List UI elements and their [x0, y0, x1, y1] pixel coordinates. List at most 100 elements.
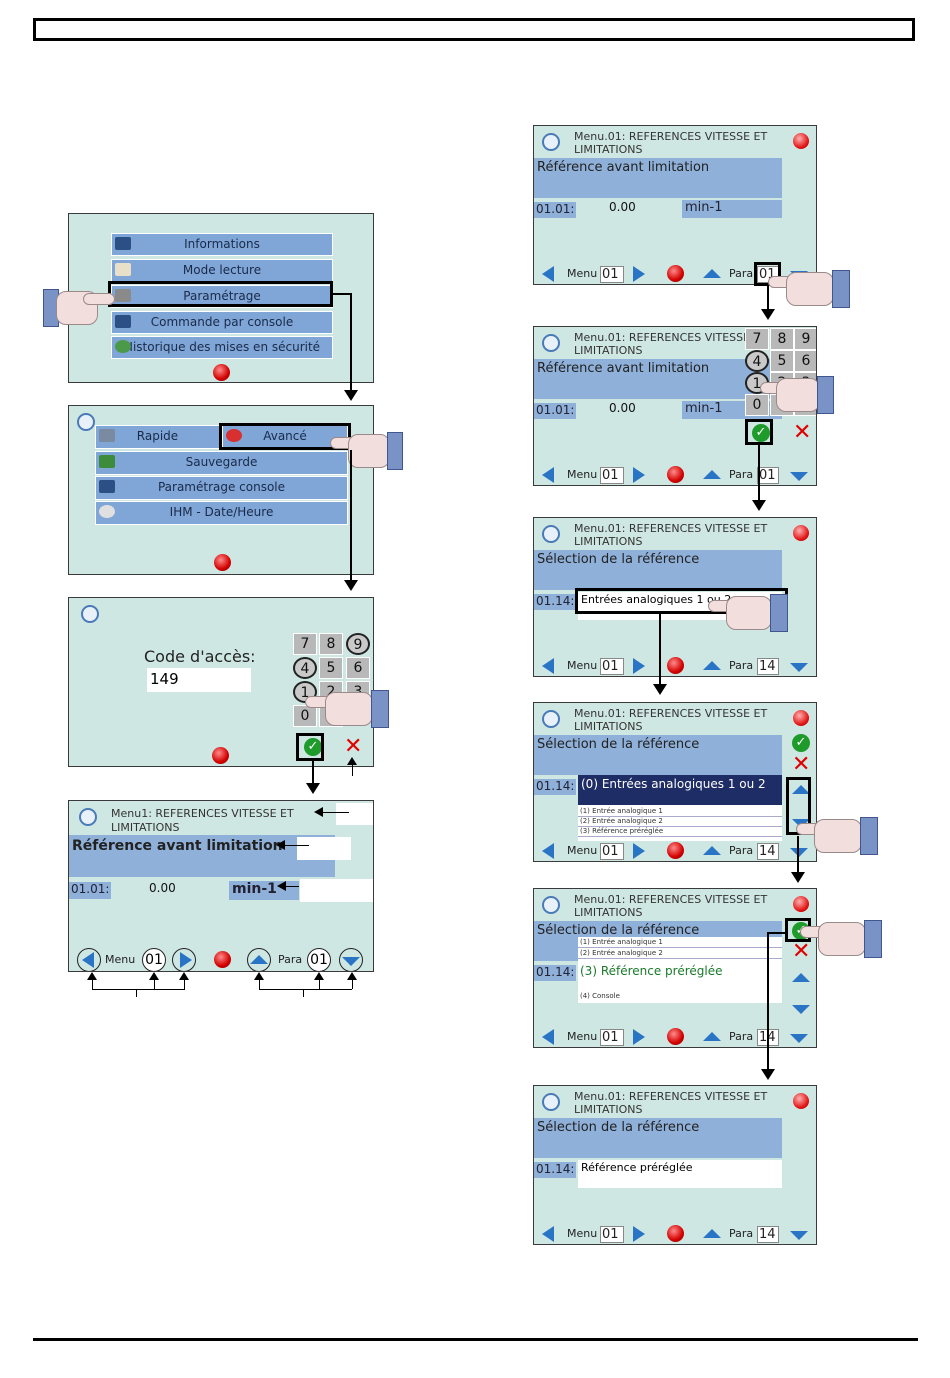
- stop-button[interactable]: [667, 657, 684, 674]
- tools-corner-icon[interactable]: [793, 525, 809, 541]
- para-number[interactable]: 14: [757, 843, 779, 860]
- back-icon[interactable]: [542, 1093, 560, 1111]
- menu-item-parametrage[interactable]: Paramétrage: [111, 285, 333, 308]
- back-icon[interactable]: [79, 808, 97, 826]
- key-9[interactable]: 9: [794, 328, 816, 350]
- para-down-icon[interactable]: [790, 848, 808, 857]
- key-6[interactable]: 6: [346, 657, 370, 679]
- back-icon[interactable]: [81, 605, 99, 623]
- para-down-icon[interactable]: [790, 1034, 808, 1043]
- tools-corner-icon[interactable]: [793, 896, 809, 912]
- para-up-icon[interactable]: [703, 470, 721, 479]
- stop-button[interactable]: [212, 747, 229, 764]
- back-icon[interactable]: [542, 133, 560, 151]
- menu-next-icon[interactable]: [633, 843, 645, 859]
- menu-item-commande-console[interactable]: Commande par console: [111, 311, 333, 334]
- menu-next-icon[interactable]: [633, 658, 645, 674]
- key-5[interactable]: 5: [770, 350, 794, 372]
- list-item[interactable]: (1) Entrée analogique 1: [578, 938, 782, 948]
- back-icon[interactable]: [542, 710, 560, 728]
- para-number[interactable]: 14: [757, 658, 779, 675]
- para-down-icon[interactable]: [790, 1231, 808, 1240]
- tools-corner-icon[interactable]: [793, 710, 809, 726]
- para-up-icon[interactable]: [703, 661, 721, 670]
- para-number[interactable]: 14: [757, 1226, 779, 1243]
- validate-icon[interactable]: ✓: [304, 738, 322, 756]
- key-7[interactable]: 7: [745, 328, 769, 350]
- para-down-icon[interactable]: [790, 663, 808, 672]
- cancel-icon[interactable]: ✕: [344, 734, 363, 759]
- menu-number[interactable]: 01: [600, 266, 624, 283]
- scroll-up-icon[interactable]: [792, 973, 810, 982]
- stop-button[interactable]: [214, 951, 231, 968]
- back-icon[interactable]: [542, 896, 560, 914]
- key-5[interactable]: 5: [319, 657, 343, 679]
- key-8[interactable]: 8: [770, 328, 794, 350]
- scroll-up-icon[interactable]: [792, 785, 810, 794]
- tools-corner-icon[interactable]: [793, 133, 809, 149]
- list-item[interactable]: (4) Console: [580, 992, 620, 1000]
- list-item[interactable]: (1) Entrée analogique 1: [578, 807, 782, 817]
- tools-corner-icon[interactable]: [793, 1093, 809, 1109]
- menu-next-icon[interactable]: [633, 1226, 645, 1242]
- stop-button[interactable]: [667, 1225, 684, 1242]
- list-item[interactable]: (2) Entrée analogique 2: [578, 817, 782, 827]
- menu-number[interactable]: 01: [142, 948, 166, 971]
- menu-prev-icon[interactable]: [542, 843, 554, 859]
- validate-icon[interactable]: ✓: [792, 734, 810, 752]
- menu-number[interactable]: 01: [600, 843, 624, 860]
- cancel-icon[interactable]: ✕: [793, 420, 812, 445]
- menu-item-informations[interactable]: Informations: [111, 233, 333, 256]
- menu-item-mode-lecture[interactable]: Mode lecture: [111, 259, 333, 282]
- stop-button[interactable]: [667, 842, 684, 859]
- param-value-field[interactable]: Référence préréglée: [578, 1160, 782, 1188]
- para-up-icon[interactable]: [703, 846, 721, 855]
- key-6[interactable]: 6: [794, 350, 816, 372]
- para-number[interactable]: 01: [307, 948, 331, 971]
- key-4[interactable]: 4: [745, 350, 769, 372]
- stop-button[interactable]: [213, 364, 230, 381]
- menu-number[interactable]: 01: [600, 658, 624, 675]
- key-0[interactable]: 0: [745, 394, 769, 416]
- menu-prev-icon[interactable]: [542, 1029, 554, 1045]
- para-up-icon[interactable]: [703, 1032, 721, 1041]
- cancel-icon[interactable]: ✕: [792, 939, 811, 964]
- menu-item-sauvegarde[interactable]: Sauvegarde: [95, 451, 348, 475]
- code-acces-field[interactable]: 149: [147, 668, 251, 692]
- cancel-icon[interactable]: ✕: [792, 752, 811, 777]
- menu-number[interactable]: 01: [600, 467, 624, 484]
- stop-button[interactable]: [667, 265, 684, 282]
- menu-next-icon[interactable]: [633, 1029, 645, 1045]
- menu-item-rapide[interactable]: Rapide: [95, 425, 220, 449]
- back-icon[interactable]: [77, 413, 95, 431]
- list-item-selected[interactable]: (0) Entrées analogiques 1 ou 2: [578, 775, 782, 805]
- back-icon[interactable]: [542, 525, 560, 543]
- menu-item-avance[interactable]: Avancé: [222, 425, 348, 449]
- stop-button[interactable]: [667, 1028, 684, 1045]
- menu-prev-button[interactable]: [77, 948, 101, 971]
- menu-prev-icon[interactable]: [542, 658, 554, 674]
- menu-next-icon[interactable]: [633, 467, 645, 483]
- list-item[interactable]: (3) Référence préréglée: [578, 827, 782, 837]
- para-down-icon[interactable]: [790, 472, 808, 481]
- menu-prev-icon[interactable]: [542, 266, 554, 282]
- menu-item-ihm-date[interactable]: IHM - Date/Heure: [95, 501, 348, 525]
- stop-button[interactable]: [214, 554, 231, 571]
- key-7[interactable]: 7: [293, 633, 317, 655]
- key-8[interactable]: 8: [319, 633, 343, 655]
- list-item-selected[interactable]: (3) Référence préréglée: [580, 964, 723, 978]
- menu-item-parametrage-console[interactable]: Paramétrage console: [95, 476, 348, 500]
- menu-next-button[interactable]: [172, 948, 196, 971]
- menu-number[interactable]: 01: [600, 1029, 624, 1046]
- key-0[interactable]: 0: [293, 705, 317, 727]
- para-down-button[interactable]: [339, 948, 363, 971]
- para-up-icon[interactable]: [703, 269, 721, 278]
- scroll-down-icon[interactable]: [792, 1005, 810, 1014]
- menu-prev-icon[interactable]: [542, 467, 554, 483]
- stop-button[interactable]: [667, 466, 684, 483]
- key-9[interactable]: 9: [346, 633, 370, 655]
- list-item[interactable]: (2) Entrée analogique 2: [578, 949, 782, 959]
- menu-item-historique[interactable]: Historique des mises en sécurité: [111, 336, 333, 359]
- validate-icon[interactable]: ✓: [752, 424, 770, 442]
- para-up-icon[interactable]: [703, 1229, 721, 1238]
